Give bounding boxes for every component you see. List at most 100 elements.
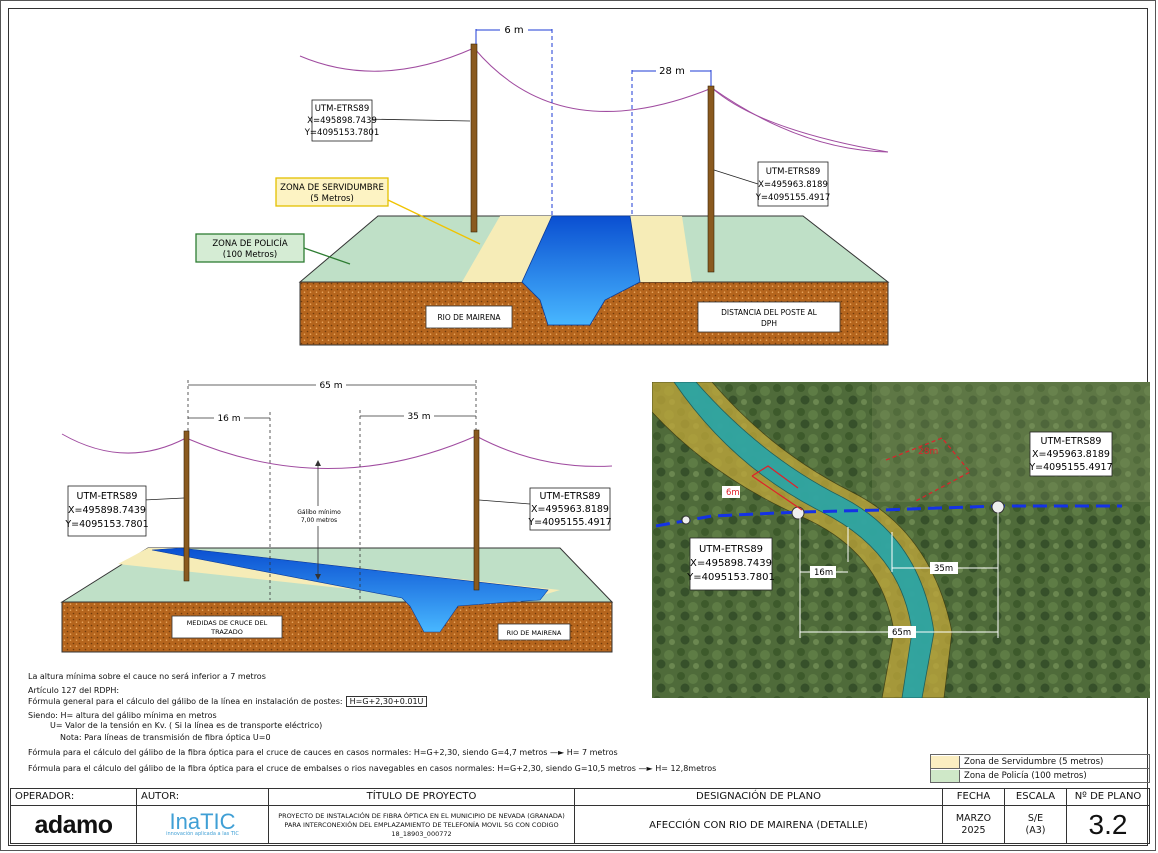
note-siendo: Siendo: H= altura del gálibo mínima en m… xyxy=(28,711,217,720)
designacion-header: DESIGNACIÓN DE PLANO xyxy=(575,789,942,806)
map-utm-right-sys: UTM-ETRS89 xyxy=(1041,436,1102,447)
map-lbl-6m: 6m xyxy=(726,488,740,498)
map-utm-left-y: Y=4095153.7801 xyxy=(686,572,775,583)
top-zona-policia-l1: ZONA DE POLICÍA xyxy=(212,237,288,249)
cell-titulo: TÍTULO DE PROYECTO PROYECTO DE INSTALACI… xyxy=(269,789,575,844)
top-zona-servidumbre-l1: ZONA DE SERVIDUMBRE xyxy=(280,183,384,193)
note-cauces: Fórmula para el cálculo del gálibo de la… xyxy=(28,748,618,757)
map-utm-right-y: Y=4095155.4917 xyxy=(1028,462,1112,473)
arrow-icon: —► xyxy=(638,764,653,773)
escala-header: ESCALA xyxy=(1005,789,1066,806)
map-lbl-28m: 28m xyxy=(918,447,938,457)
map-point-right xyxy=(991,500,1005,514)
legend-swatch-servidumbre xyxy=(931,755,960,768)
bottom-utm-right-y: Y=4095155.4917 xyxy=(527,517,611,528)
escala-format: (A3) xyxy=(1025,825,1046,836)
bottom-utm-left-sys: UTM-ETRS89 xyxy=(77,491,138,502)
map-lbl-16m: 16m xyxy=(814,568,833,578)
top-zona-policia-l2: (100 Metros) xyxy=(223,250,277,260)
top-utm-left-x: X=495898.7439 xyxy=(307,116,377,126)
legend: Zona de Servidumbre (5 metros) Zona de P… xyxy=(930,754,1150,783)
map-policia-band xyxy=(652,382,953,698)
top-river-channel xyxy=(521,215,641,326)
fecha-year: 2025 xyxy=(961,825,986,836)
bottom-label-medidas-l1: MEDIDAS DE CRUCE DEL xyxy=(187,619,268,627)
note-cauces-result: H= 7 metros xyxy=(566,748,618,757)
note-formula-general-text: Fórmula general para el cálculo del gáli… xyxy=(28,697,343,706)
bottom-dim-35m: 35 m xyxy=(407,412,430,422)
top-utm-left-y: Y=4095153.7801 xyxy=(304,128,380,138)
inatic-logo: InaTIC xyxy=(169,809,236,834)
title-block: OPERADOR: adamo AUTOR: InaTIC innovación… xyxy=(10,788,1150,844)
bottom-label-rio: RIO DE MAIRENA xyxy=(507,629,562,637)
note-embalses: Fórmula para el cálculo del gálibo de la… xyxy=(28,764,716,773)
bottom-river xyxy=(151,547,549,633)
map-utm-left-x: X=495898.7439 xyxy=(690,558,772,569)
top-servidumbre-right xyxy=(630,216,692,282)
legend-label-servidumbre: Zona de Servidumbre (5 metros) xyxy=(964,756,1104,767)
legend-swatch-policia xyxy=(931,769,960,782)
bottom-utm-left-y: Y=4095153.7801 xyxy=(64,519,148,530)
bottom-pole-left xyxy=(183,430,190,582)
fecha-header: FECHA xyxy=(943,789,1004,806)
bottom-galibo-l2: 7,00 metros xyxy=(301,517,337,524)
map-utm-left-sys: UTM-ETRS89 xyxy=(699,544,763,555)
top-label-distancia-l2: DPH xyxy=(761,319,777,328)
satellite-map: 28m 6m 16m 35m 65m UTM-ETRS89 X=495963.8… xyxy=(652,382,1150,698)
map-lbl-35m: 35m xyxy=(934,564,953,574)
fecha-month: MARZO xyxy=(955,813,992,824)
top-section-diagram: 6 m 28 m UTM-ETRS89 X=495898.7439 Y=4095… xyxy=(195,24,890,346)
bottom-label-medidas-l2: TRAZADO xyxy=(210,628,243,636)
top-utm-right-y: Y=4095155.4917 xyxy=(755,193,831,203)
top-utm-left-sys: UTM-ETRS89 xyxy=(315,104,370,114)
top-dim-6m: 6 m xyxy=(504,25,523,36)
bottom-crossing-diagram: 65 m 16 m 35 m Gálibo mínimo 7,00 metros… xyxy=(60,379,614,653)
escala-value: S/E xyxy=(1027,813,1044,824)
bottom-cable-right xyxy=(475,435,613,467)
bottom-galibo-l1: Gálibo mínimo xyxy=(297,509,341,516)
bottom-utm-left-x: X=495898.7439 xyxy=(68,505,146,516)
legend-row-servidumbre: Zona de Servidumbre (5 metros) xyxy=(930,754,1150,769)
bottom-utm-right-sys: UTM-ETRS89 xyxy=(540,491,601,502)
legend-row-policia: Zona de Policía (100 metros) xyxy=(930,768,1150,783)
note-formula-box: H=G+2,30+0.01U xyxy=(345,696,428,707)
bottom-dim-16m: 16 m xyxy=(217,414,240,424)
legend-label-policia: Zona de Policía (100 metros) xyxy=(964,770,1087,781)
inatic-logo-tagline: innovación aplicada a las TIC xyxy=(166,831,239,837)
top-pole-right xyxy=(707,85,715,273)
bottom-cable-mid xyxy=(185,435,477,469)
note-tension: U= Valor de la tensión en Kv. ( Si la lí… xyxy=(50,721,323,730)
top-dim-28m: 28 m xyxy=(659,66,685,77)
bottom-dim-65m: 65 m xyxy=(319,381,342,391)
bottom-utm-right-x: X=495963.8189 xyxy=(531,504,609,515)
note-cauces-text: Fórmula para el cálculo del gálibo de la… xyxy=(28,748,548,757)
project-title: PROYECTO DE INSTALACIÓN DE FIBRA ÓPTICA … xyxy=(278,811,565,838)
map-lbl-65m: 65m xyxy=(892,628,911,638)
cell-designacion: DESIGNACIÓN DE PLANO AFECCIÓN CON RIO DE… xyxy=(575,789,943,844)
titulo-header: TÍTULO DE PROYECTO xyxy=(269,789,574,806)
top-cable-far xyxy=(711,87,889,153)
top-utm-right-sys: UTM-ETRS89 xyxy=(766,167,821,177)
note-formula-general: Fórmula general para el cálculo del gáli… xyxy=(28,696,428,707)
bottom-pole-right xyxy=(473,429,480,591)
plan-number: 3.2 xyxy=(1088,809,1128,840)
plan-designation: AFECCIÓN CON RIO DE MAIRENA (DETALLE) xyxy=(649,819,868,831)
top-utm-right-x: X=495963.8189 xyxy=(758,180,828,190)
map-river xyxy=(673,382,935,698)
cell-operador: OPERADOR: adamo xyxy=(11,789,137,844)
map-cable-route xyxy=(655,504,1122,528)
note-altura-minima: La altura mínima sobre el cauce no será … xyxy=(28,672,266,681)
top-label-rio: RIO DE MAIRENA xyxy=(437,313,501,322)
cell-autor: AUTOR: InaTIC innovación aplicada a las … xyxy=(137,789,269,844)
top-label-distancia-l1: DISTANCIA DEL POSTE AL xyxy=(721,308,818,317)
top-pole-left xyxy=(470,43,478,233)
bottom-cable-left xyxy=(61,433,187,454)
note-embalses-result: H= 12,8metros xyxy=(655,764,717,773)
note-fibra: Nota: Para líneas de transmisión de fibr… xyxy=(60,733,271,742)
note-articulo: Artículo 127 del RDPH: xyxy=(28,686,120,695)
top-cable-left xyxy=(299,47,889,153)
operador-header: OPERADOR: xyxy=(11,789,136,806)
cell-escala: ESCALA S/E (A3) xyxy=(1005,789,1067,844)
arrow-icon: —► xyxy=(550,748,565,757)
